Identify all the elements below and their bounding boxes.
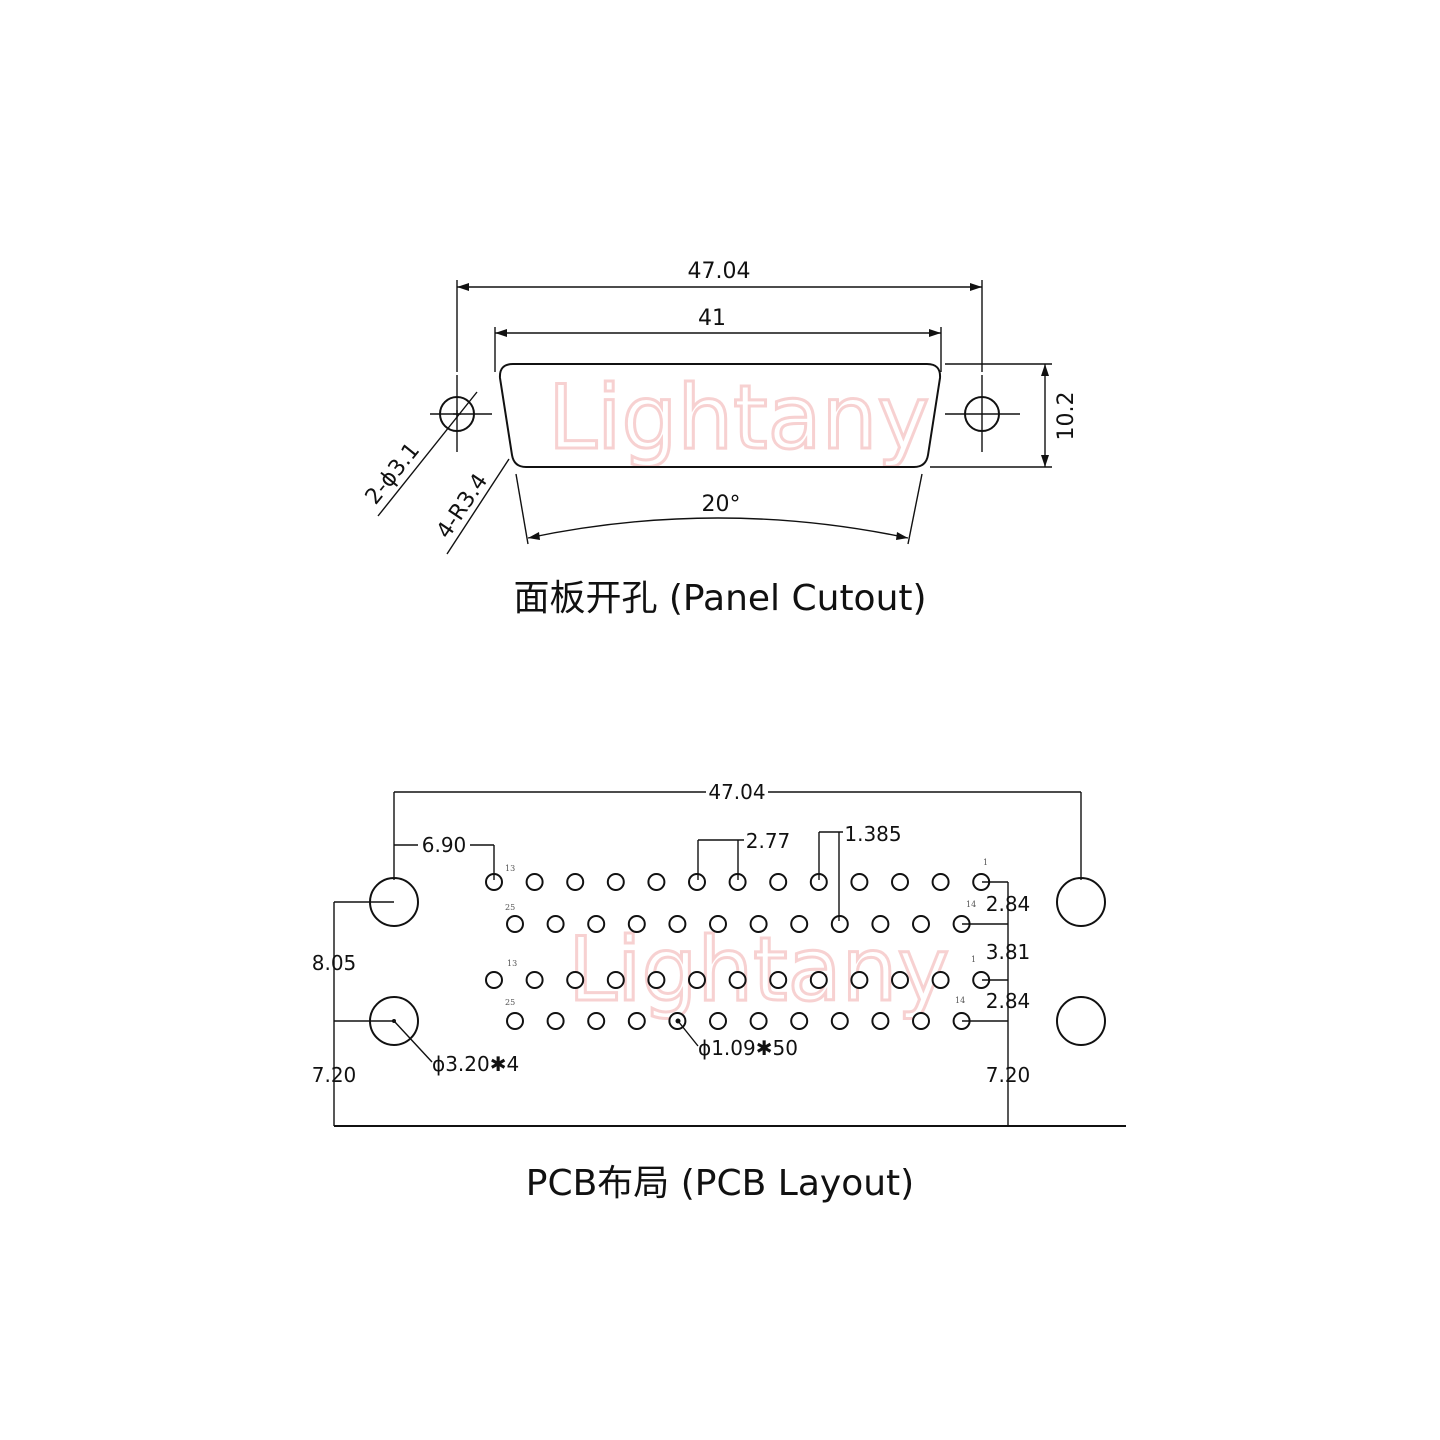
pcb-pin-hole	[749, 915, 768, 933]
dim-pcb-row-spacing: 2.84 3.81 2.84 7.20	[962, 881, 1031, 1126]
pcb-pin-hole	[525, 971, 544, 989]
dim-pcb-pin-pitch: 2.77	[697, 829, 791, 880]
pin-label-row3-left: 13	[507, 959, 517, 968]
pcb-mount-hole-bottom-right	[1056, 996, 1106, 1046]
dim-panel-body-width: 41	[494, 306, 942, 372]
pcb-pin-hole	[850, 971, 869, 989]
panel-d-body-outline	[498, 363, 942, 468]
pcb-pin-hole	[566, 873, 585, 891]
panel-cutout-view: Lightany 47.04	[361, 259, 1079, 619]
pcb-pin-hole	[627, 1012, 646, 1030]
dim-panel-hole-diameter-label: 2-ϕ3.1	[361, 438, 425, 509]
pcb-pin-hole	[769, 873, 788, 891]
dim-panel-overall-width-label: 47.04	[688, 259, 751, 284]
dim-panel-angle-label: 20°	[702, 492, 741, 517]
dim-pcb-first-pin-offset-label: 6.90	[422, 833, 467, 857]
pin-label-row2-right: 14	[966, 900, 976, 909]
pcb-pin-hole	[587, 1012, 606, 1030]
pin-label-row1-left: 13	[505, 864, 515, 873]
pcb-pin-hole	[668, 915, 687, 933]
dim-pcb-pin-hole-diameter: ϕ1.09✱50	[675, 1018, 798, 1060]
panel-mount-hole-left	[430, 375, 492, 452]
pcb-pin-hole	[790, 915, 809, 933]
pcb-pin-hole	[891, 971, 909, 989]
watermark-bottom: Lightany	[568, 918, 949, 1021]
dim-pcb-row-offset: 1.385	[818, 822, 902, 921]
pcb-pin-array	[485, 873, 991, 1030]
pin-label-row4-left: 25	[505, 998, 515, 1007]
pcb-pin-hole	[606, 873, 625, 891]
dim-pcb-row-spacing-top-label: 2.84	[986, 892, 1031, 916]
dim-pcb-row-spacing-bottom-label: 2.84	[986, 989, 1031, 1013]
pin-label-row1-right: 1	[983, 858, 988, 867]
pcb-pin-hole	[850, 873, 869, 891]
pcb-pin-hole	[587, 915, 606, 933]
pcb-pin-hole	[647, 873, 666, 891]
watermark-top: Lightany	[548, 366, 929, 469]
dim-panel-corner-radius-label: 4-R3.4	[432, 469, 493, 543]
pcb-pin-hole	[647, 971, 666, 989]
pcb-pin-hole	[769, 971, 788, 989]
dim-pcb-overall-width-label: 47.04	[708, 780, 765, 804]
dim-panel-overall-width: 47.04	[456, 259, 983, 372]
pcb-mount-hole-top-right	[1056, 877, 1106, 927]
pcb-pin-hole	[606, 971, 625, 989]
dim-pcb-mount-hole-diameter: ϕ3.20✱4	[393, 1020, 519, 1076]
dim-pcb-left-height-label: 8.05	[312, 951, 357, 975]
pcb-pin-hole	[525, 873, 544, 891]
pcb-pin-hole	[912, 1012, 930, 1030]
pcb-pin-hole	[931, 971, 950, 989]
pin-label-row2-left: 25	[505, 903, 515, 912]
dim-panel-angle: 20°	[515, 473, 923, 545]
pcb-pin-hole	[830, 915, 849, 933]
dim-pcb-pin-pitch-label: 2.77	[746, 829, 791, 853]
dim-pcb-overall-width: 47.04	[393, 780, 1082, 880]
pcb-pin-hole	[728, 971, 747, 989]
pcb-pin-hole	[931, 873, 950, 891]
pcb-pin-hole	[566, 971, 585, 989]
pin-label-row4-right: 14	[955, 996, 965, 1005]
pcb-pin-hole	[912, 915, 930, 933]
panel-mount-hole-right	[945, 375, 1020, 452]
dim-panel-height-label: 10.2	[1054, 392, 1079, 441]
pcb-pin-hole	[485, 971, 503, 989]
pcb-pin-hole	[709, 915, 727, 933]
pcb-pin-hole	[546, 1012, 565, 1030]
dim-pcb-mount-hole-diameter-label: ϕ3.20✱4	[432, 1052, 519, 1076]
pcb-pin-hole	[506, 915, 524, 933]
pcb-pin-hole	[627, 915, 646, 933]
dim-pcb-left-bottom-label: 7.20	[312, 1063, 357, 1087]
dim-pcb-pin-hole-diameter-label: ϕ1.09✱50	[698, 1036, 798, 1060]
pcb-pin-hole	[506, 1012, 524, 1030]
dim-pcb-row-group-spacing-label: 3.81	[986, 940, 1031, 964]
pcb-pin-hole	[871, 915, 890, 933]
pcb-pin-hole	[830, 1012, 849, 1030]
pcb-pin-hole	[790, 1012, 809, 1030]
dim-pcb-row-offset-label: 1.385	[844, 822, 901, 846]
pcb-layout-caption: PCB布局 (PCB Layout)	[526, 1163, 914, 1204]
pcb-pin-hole	[688, 873, 706, 891]
dim-pcb-right-bottom-label: 7.20	[986, 1063, 1031, 1087]
pcb-pin-hole	[546, 915, 565, 933]
pin-label-row3-right: 1	[971, 955, 976, 964]
dim-pcb-left-heights: 8.05 7.20	[312, 901, 394, 1126]
pcb-layout-view: Lightany 13 1 25 14 13 1 25 14 47.04	[312, 780, 1126, 1204]
pcb-pin-hole	[871, 1012, 890, 1030]
pcb-pin-hole	[749, 1012, 768, 1030]
pcb-pin-hole	[891, 873, 909, 891]
dim-panel-body-width-label: 41	[698, 306, 726, 331]
pcb-pin-hole	[809, 971, 828, 989]
panel-cutout-caption: 面板开孔 (Panel Cutout)	[513, 578, 926, 619]
dim-panel-corner-radius: 4-R3.4	[432, 458, 510, 555]
pcb-pin-hole	[688, 971, 706, 989]
dim-panel-height: 10.2	[930, 363, 1079, 468]
dim-pcb-first-pin-offset: 6.90	[394, 833, 495, 880]
pcb-pin-hole	[709, 1012, 727, 1030]
